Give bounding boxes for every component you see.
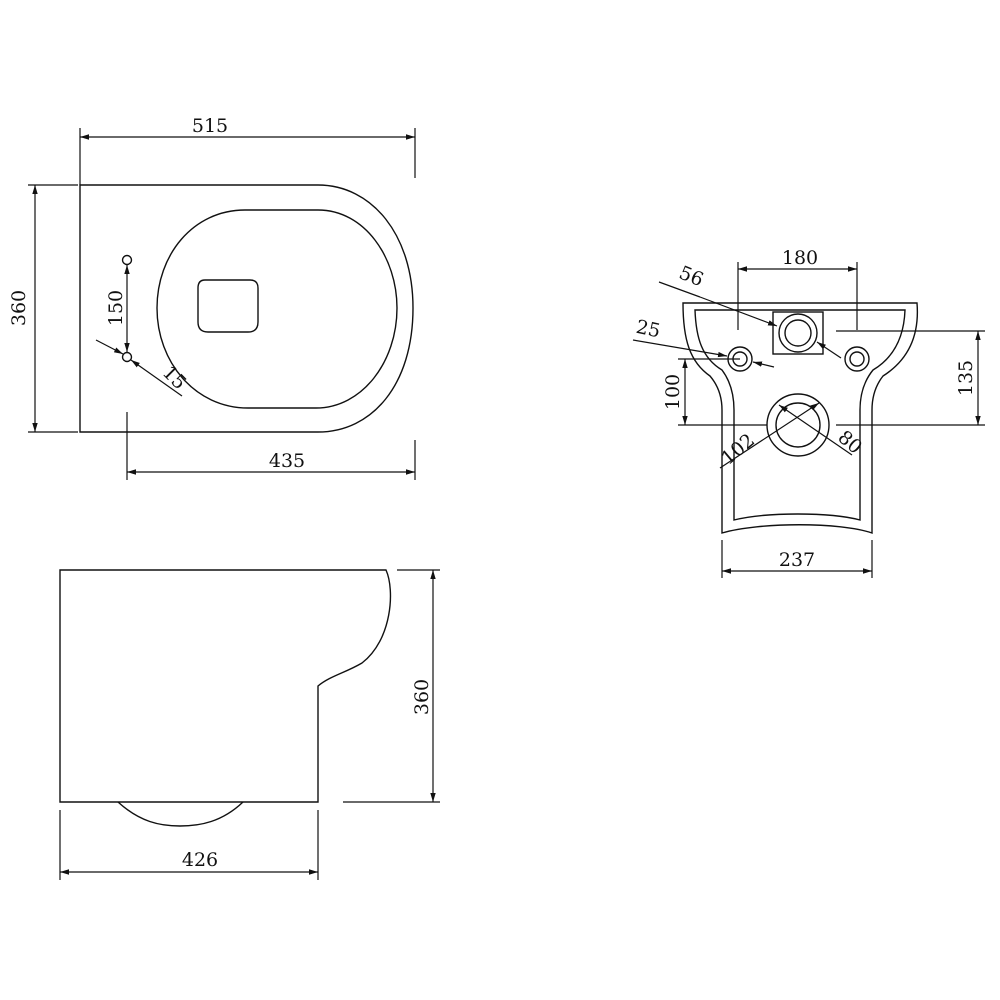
side-height-label: 360 bbox=[411, 679, 433, 715]
waste-outer-label: 102 bbox=[717, 429, 759, 469]
top-hole-label: 56 bbox=[676, 262, 707, 291]
pan-outline bbox=[79, 184, 414, 433]
side-hole-right-outer bbox=[844, 346, 870, 372]
top-view: 515 360 150 15 435 bbox=[8, 115, 416, 480]
fixing-hole-bottom bbox=[121, 351, 133, 363]
inlet-spacing-label: 180 bbox=[782, 247, 818, 269]
flush-inlet-inner bbox=[784, 319, 812, 347]
fixing-hole-top bbox=[121, 254, 133, 266]
side-hole-right-inner bbox=[849, 351, 865, 367]
waste-diameter-line bbox=[778, 404, 853, 456]
side-hole-leader-out bbox=[752, 361, 775, 368]
rear-outline bbox=[682, 302, 919, 534]
top-height-label: 360 bbox=[8, 290, 30, 326]
fixing-hole-label: 15 bbox=[158, 361, 191, 394]
fixing-hole-leader-in bbox=[95, 339, 124, 355]
fixing-offset-label: 435 bbox=[269, 450, 305, 472]
flush-inlet-outer bbox=[778, 313, 818, 353]
inlet-height-label: 135 bbox=[955, 360, 977, 396]
side-outline bbox=[59, 569, 392, 803]
top-hole-leader-out bbox=[816, 341, 842, 359]
side-view: 360 426 bbox=[59, 569, 440, 880]
flush-inlet-housing bbox=[772, 311, 824, 355]
pan-recess bbox=[117, 801, 244, 827]
side-hole-label: 25 bbox=[634, 316, 662, 343]
side-hole-leader bbox=[632, 339, 728, 358]
top-hole-leader bbox=[658, 281, 701, 298]
flush-outlet bbox=[197, 279, 259, 333]
base-width-label: 237 bbox=[779, 549, 815, 571]
fixing-spacing-label: 150 bbox=[105, 290, 127, 326]
waste-inner-label: 80 bbox=[834, 426, 867, 458]
rear-view: 180 56 25 135 100 102 80 237 bbox=[632, 247, 985, 578]
side-depth-label: 426 bbox=[182, 849, 218, 871]
rear-inner-outline bbox=[694, 309, 906, 521]
bowl-opening bbox=[156, 209, 398, 409]
waste-outlet-inner bbox=[775, 402, 821, 448]
fixing-hole-leader-out bbox=[130, 359, 183, 397]
waste-height-label: 100 bbox=[662, 374, 684, 410]
top-hole-leader bbox=[699, 296, 778, 327]
top-width-label: 515 bbox=[192, 115, 228, 137]
waste-diameter-line bbox=[719, 402, 820, 469]
